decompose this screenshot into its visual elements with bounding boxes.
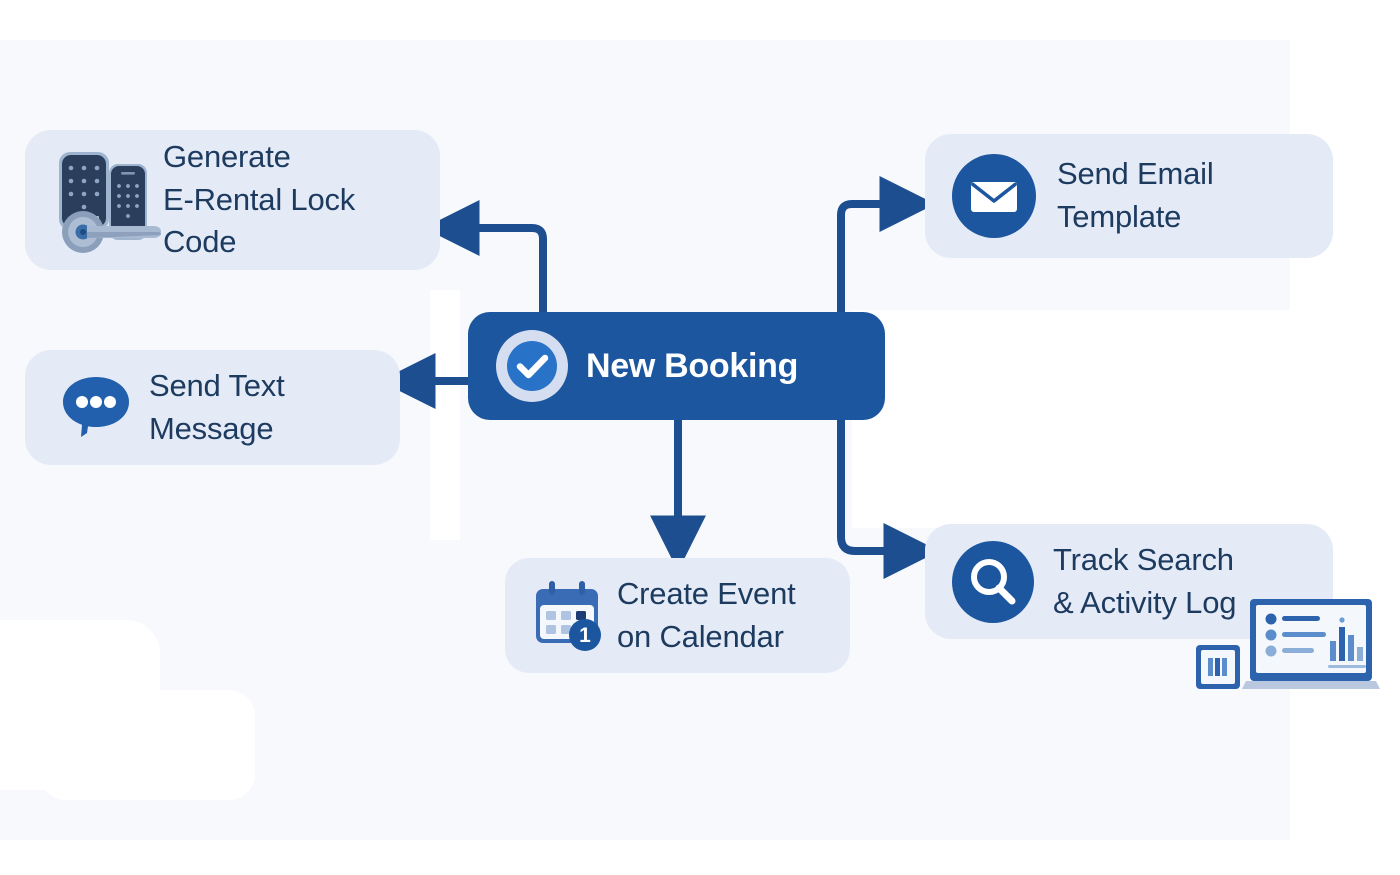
node-label-track-search-activity-log: Track Search & Activity Log (1053, 541, 1237, 620)
speech-bubble-icon (53, 365, 139, 451)
background-white-stripe (430, 290, 460, 540)
node-label-generate-lock-code: Generate E-Rental Lock Code (163, 138, 356, 260)
calendar-icon: 1 (527, 573, 613, 659)
node-generate-lock-code[interactable]: Generate E-Rental Lock Code (25, 130, 440, 270)
node-label-send-text-message: Send Text Message (149, 367, 285, 446)
node-send-email-template[interactable]: Send Email Template (925, 134, 1333, 258)
node-create-calendar-event[interactable]: 1 Create Event on Calendar (505, 558, 850, 673)
decorative-blob-2 (40, 690, 255, 800)
node-label-create-calendar-event: Create Event on Calendar (617, 575, 796, 654)
calendar-badge-count: 1 (579, 624, 591, 647)
node-label-send-email-template: Send Email Template (1057, 156, 1214, 234)
smart-door-lock-icon (43, 140, 163, 260)
node-send-text-message[interactable]: Send Text Message (25, 350, 400, 465)
check-circle-icon (494, 328, 570, 404)
magnifier-icon (949, 538, 1037, 626)
node-label-new-booking: New Booking (586, 346, 799, 385)
envelope-icon (949, 151, 1039, 241)
laptop-dashboard-illustration (1190, 585, 1380, 695)
node-new-booking[interactable]: New Booking (468, 312, 885, 420)
